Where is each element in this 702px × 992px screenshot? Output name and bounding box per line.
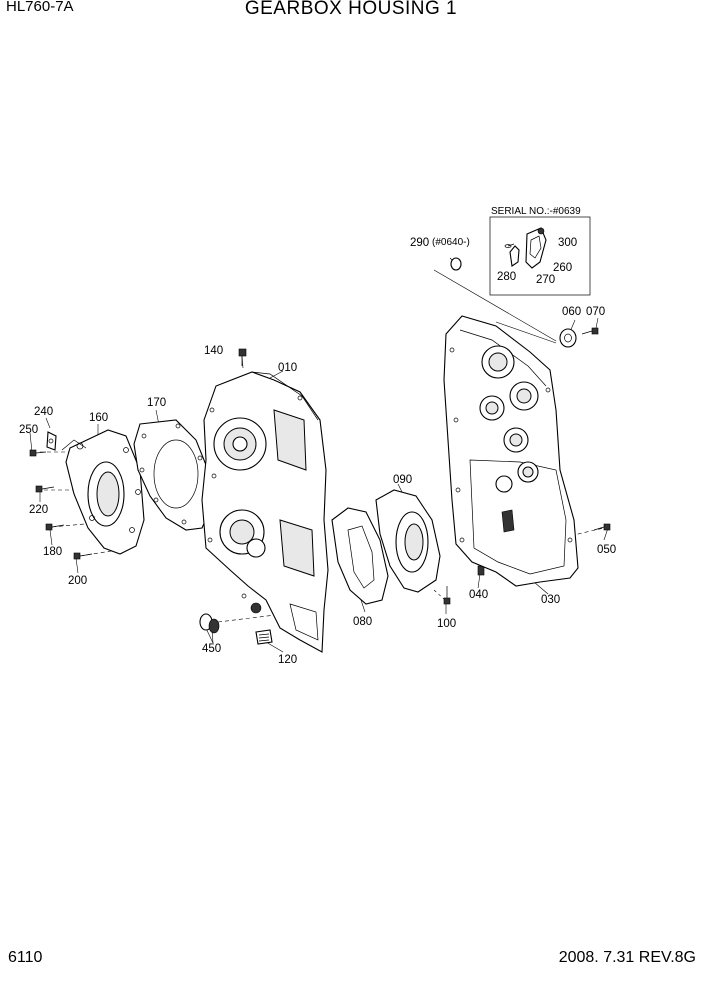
housing-010 (201, 371, 329, 653)
bolt-250 (29, 449, 47, 457)
plate-120 (255, 629, 273, 645)
plug-450 (199, 613, 220, 634)
callout-090: 090 (393, 474, 412, 486)
housing-030 (443, 315, 579, 587)
callout-080: 080 (353, 616, 372, 628)
seal-060 (559, 328, 577, 348)
revision-date: 2008. 7.31 REV.8G (558, 949, 696, 966)
callout-200: 200 (68, 575, 87, 587)
callout-250: 250 (19, 424, 38, 436)
callout-010: 010 (278, 362, 297, 374)
nut-290 (450, 257, 462, 271)
callout-290: 290 (410, 237, 429, 249)
callout-labels: 010 030 040 050 060 070 080 090 100 120 … (19, 237, 616, 666)
gasket-080 (331, 507, 389, 605)
callout-160: 160 (89, 412, 108, 424)
callout-060: 060 (562, 306, 581, 318)
cover-160 (61, 429, 145, 555)
serial-inset-box: SERIAL NO.:-#0639 (489, 206, 591, 296)
callout-070: 070 (586, 306, 605, 318)
callout-220: 220 (29, 504, 48, 516)
bolt-180 (45, 523, 65, 531)
callout-140: 140 (204, 345, 223, 357)
bolt-100 (443, 586, 451, 605)
callout-030: 030 (541, 594, 560, 606)
cover-090 (375, 489, 441, 593)
callout-040: 040 (469, 589, 488, 601)
callout-270: 270 (536, 274, 555, 286)
callout-300: 300 (558, 237, 577, 249)
pin-040 (477, 565, 485, 576)
callout-280: 280 (497, 271, 516, 283)
callout-170: 170 (147, 397, 166, 409)
callout-260: 260 (553, 262, 572, 274)
callout-240: 240 (34, 406, 53, 418)
callout-450: 450 (202, 643, 221, 655)
breather-140 (238, 348, 247, 366)
callout-120: 120 (278, 654, 297, 666)
callout-180: 180 (43, 546, 62, 558)
bolt-050 (593, 523, 611, 531)
callout-100: 100 (437, 618, 456, 630)
clip-240 (46, 431, 57, 451)
page-title: GEARBOX HOUSING 1 (244, 0, 458, 19)
serial-number-label: SERIAL NO.:-#0639 (491, 206, 581, 217)
page-number: 6110 (8, 949, 43, 966)
callout-050: 050 (597, 544, 616, 556)
gasket-170 (133, 419, 211, 531)
bolt-070 (581, 327, 599, 335)
bolt-200 (73, 552, 93, 560)
callout-290-note: (#0640-) (432, 237, 470, 248)
model-label: HL760-7A (6, 0, 74, 15)
bolt-220 (35, 485, 55, 493)
